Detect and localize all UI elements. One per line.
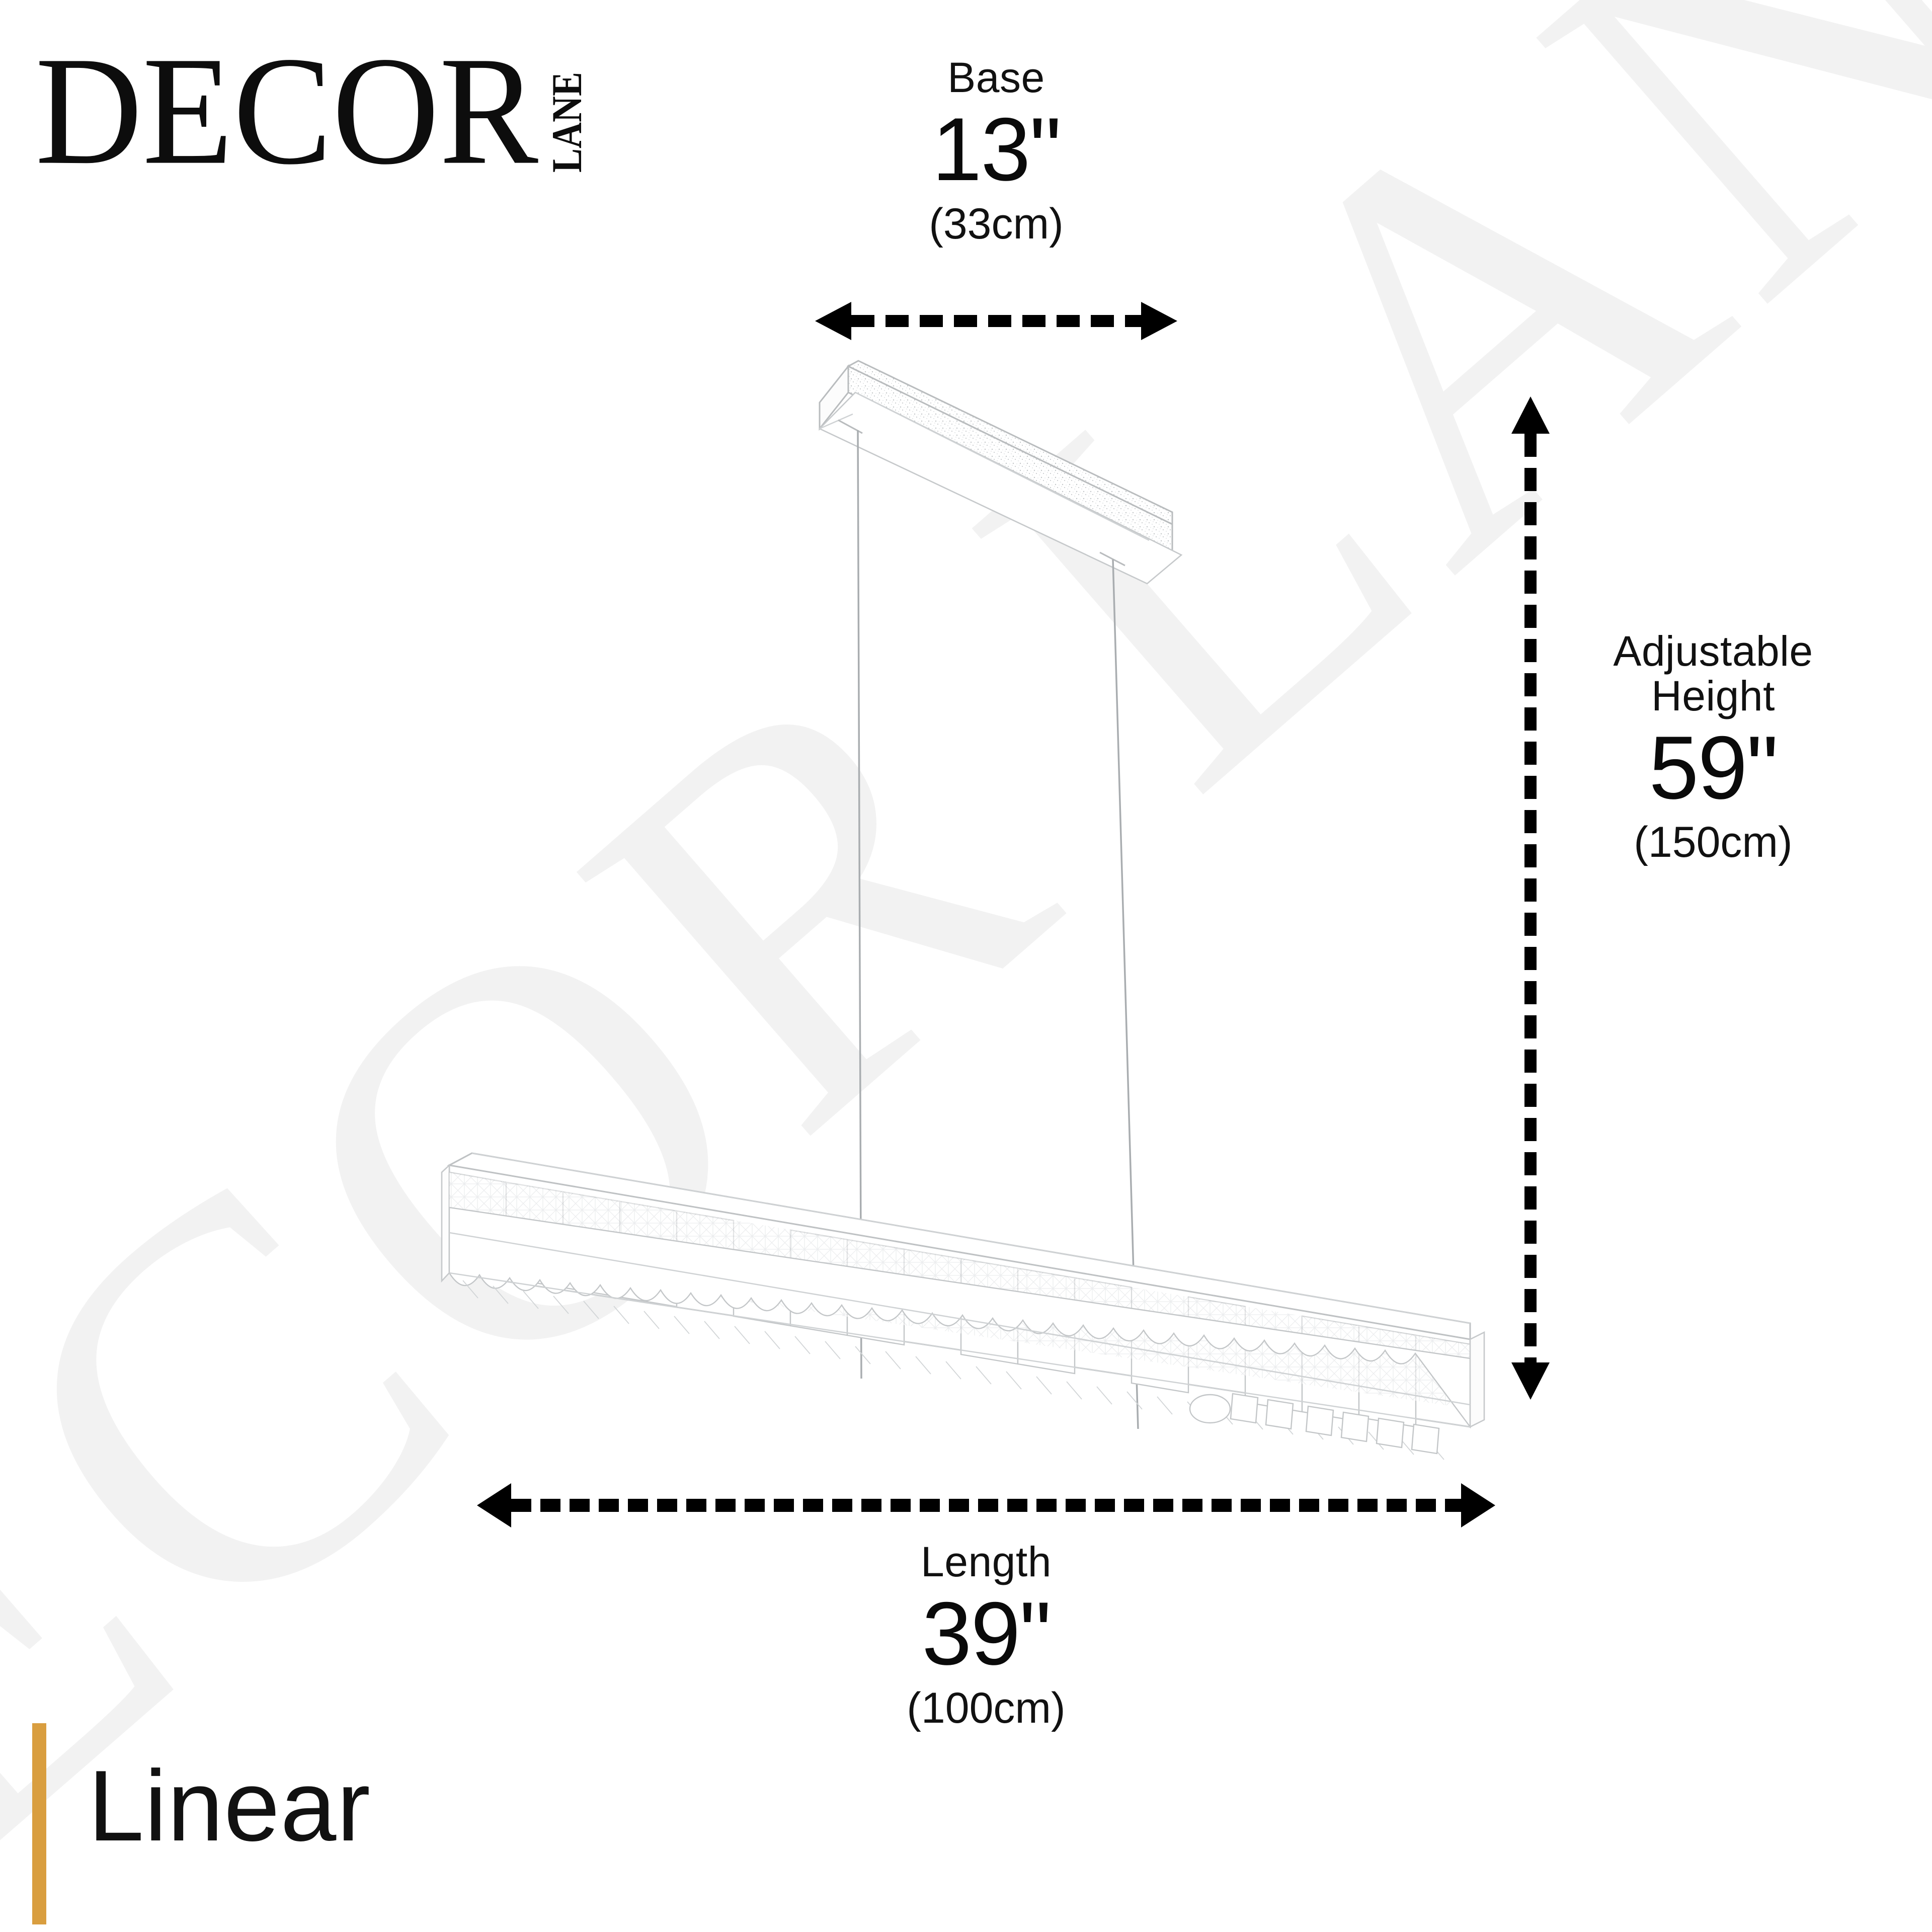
height-dimension-arrow (1511, 396, 1550, 1400)
arrow-head-bottom (1511, 1362, 1550, 1400)
crystal-light-bar (441, 1152, 1485, 1460)
length-dimension-title: Length (921, 1538, 1052, 1585)
length-dimension-metric: (100cm) (907, 1683, 1066, 1732)
length-dimension-arrow (477, 1483, 1495, 1527)
logo-word-lane: LANE (543, 72, 590, 173)
length-dimension-inches: 39" (922, 1583, 1051, 1684)
arrow-head-left (477, 1483, 511, 1527)
base-dimension-arrow (815, 302, 1177, 340)
arrow-head-top (1511, 396, 1550, 434)
arrow-head-right (1461, 1483, 1495, 1527)
crystal-block-row-lower (448, 1232, 1417, 1428)
arrow-head-right (1141, 302, 1177, 340)
cable-left (857, 430, 862, 1379)
height-dimension-label: Adjustable Height 59" (150cm) (1537, 627, 1889, 866)
height-dimension-inches: 59" (1649, 717, 1778, 818)
cable-right (1112, 559, 1139, 1429)
base-dimension-title: Base (947, 54, 1045, 101)
crystal-block-row-upper (448, 1171, 1471, 1406)
crystal-bottom-fringe (448, 1206, 1471, 1460)
length-dimension-label: Length 39" (100cm) (800, 1538, 1172, 1732)
arrow-head-left (815, 302, 851, 340)
accent-bar (32, 1723, 46, 1924)
base-dimension-label: Base 13" (33cm) (810, 55, 1182, 247)
suspension-cables (857, 430, 1139, 1429)
base-dimension-metric: (33cm) (929, 199, 1064, 248)
ceiling-canopy (818, 360, 1183, 585)
base-dimension-inches: 13" (932, 99, 1061, 200)
product-name: Linear (88, 1750, 371, 1862)
crystal-drop-details (1189, 1393, 1440, 1455)
logo-word-decor: DECOR (35, 48, 539, 184)
height-dimension-metric: (150cm) (1634, 818, 1793, 866)
height-dimension-title-line2: Height (1651, 672, 1775, 720)
height-dimension-title-line1: Adjustable (1613, 627, 1813, 675)
brand-logo: DECOR LANE (35, 48, 599, 184)
